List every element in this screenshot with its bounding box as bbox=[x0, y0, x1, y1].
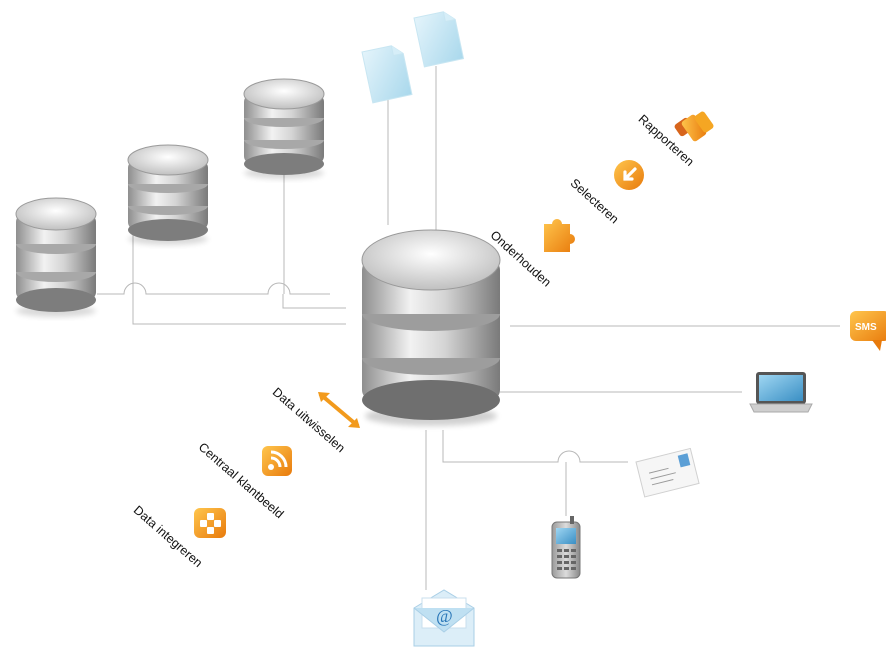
laptop-icon bbox=[749, 372, 813, 413]
database-small-1 bbox=[15, 197, 97, 317]
email-icon: @ bbox=[413, 589, 475, 647]
database-small-2 bbox=[127, 144, 209, 245]
database-small-3 bbox=[243, 78, 325, 179]
puzzle-icon bbox=[544, 219, 575, 252]
document-icon bbox=[413, 11, 465, 68]
connector-line-db1 bbox=[97, 282, 330, 295]
sms-icon-text: SMS bbox=[855, 322, 877, 333]
connector-line-db3-b bbox=[282, 294, 346, 309]
document-icon bbox=[361, 45, 413, 104]
email-at-symbol: @ bbox=[436, 606, 453, 626]
report-icon bbox=[674, 111, 714, 142]
sms-icon: SMS bbox=[850, 311, 886, 351]
exchange-arrows-icon bbox=[318, 392, 360, 428]
connector-line-db2 bbox=[132, 228, 346, 325]
integrate-icon bbox=[194, 508, 226, 538]
central-database bbox=[361, 229, 501, 426]
connector-line-letter bbox=[442, 430, 628, 463]
mobile-phone-icon bbox=[551, 516, 581, 579]
customer-view-icon bbox=[262, 446, 292, 476]
select-arrow-icon bbox=[614, 160, 644, 190]
connector-lines bbox=[97, 66, 840, 590]
letter-icon bbox=[635, 447, 700, 498]
